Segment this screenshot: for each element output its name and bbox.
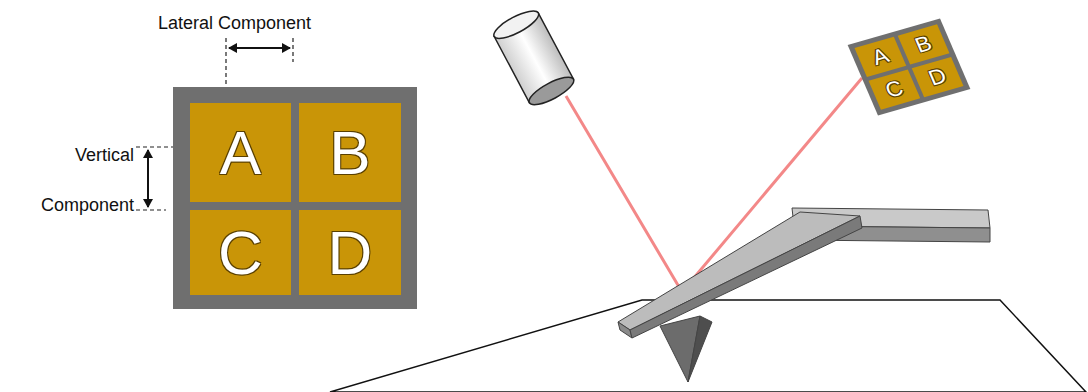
- quadrant-letter: C: [882, 77, 906, 101]
- photodetector: A B C D: [173, 87, 417, 309]
- quadrant-segment: D: [299, 210, 401, 295]
- quadrant-segment: C: [190, 210, 291, 295]
- sample-plane: [330, 300, 1086, 392]
- component-label: Lateral Component: [158, 12, 358, 34]
- component-label: Vertical Component: [6, 130, 134, 230]
- quadrant-segment: A: [190, 103, 291, 202]
- quadrant-segment: B: [299, 103, 401, 202]
- guide-lines: [136, 38, 293, 210]
- photodetector-small: ABCD: [848, 18, 971, 115]
- quadrant-segment: D: [912, 57, 964, 97]
- quadrant-segment: C: [869, 69, 921, 109]
- vertical-arrow: [147, 150, 149, 207]
- cantilever: [618, 208, 990, 382]
- quadrant-letter: B: [912, 32, 935, 56]
- laser-source: [490, 6, 577, 110]
- lateral-arrow: [229, 47, 290, 49]
- laser-beam: [566, 78, 862, 292]
- quadrant-letter: D: [328, 222, 373, 284]
- quadrant-letter: C: [218, 222, 263, 284]
- quadrant-letter: A: [220, 122, 261, 184]
- quadrant-letter: D: [926, 65, 950, 89]
- quadrant-letter: A: [869, 45, 892, 69]
- quadrant-letter: B: [329, 122, 370, 184]
